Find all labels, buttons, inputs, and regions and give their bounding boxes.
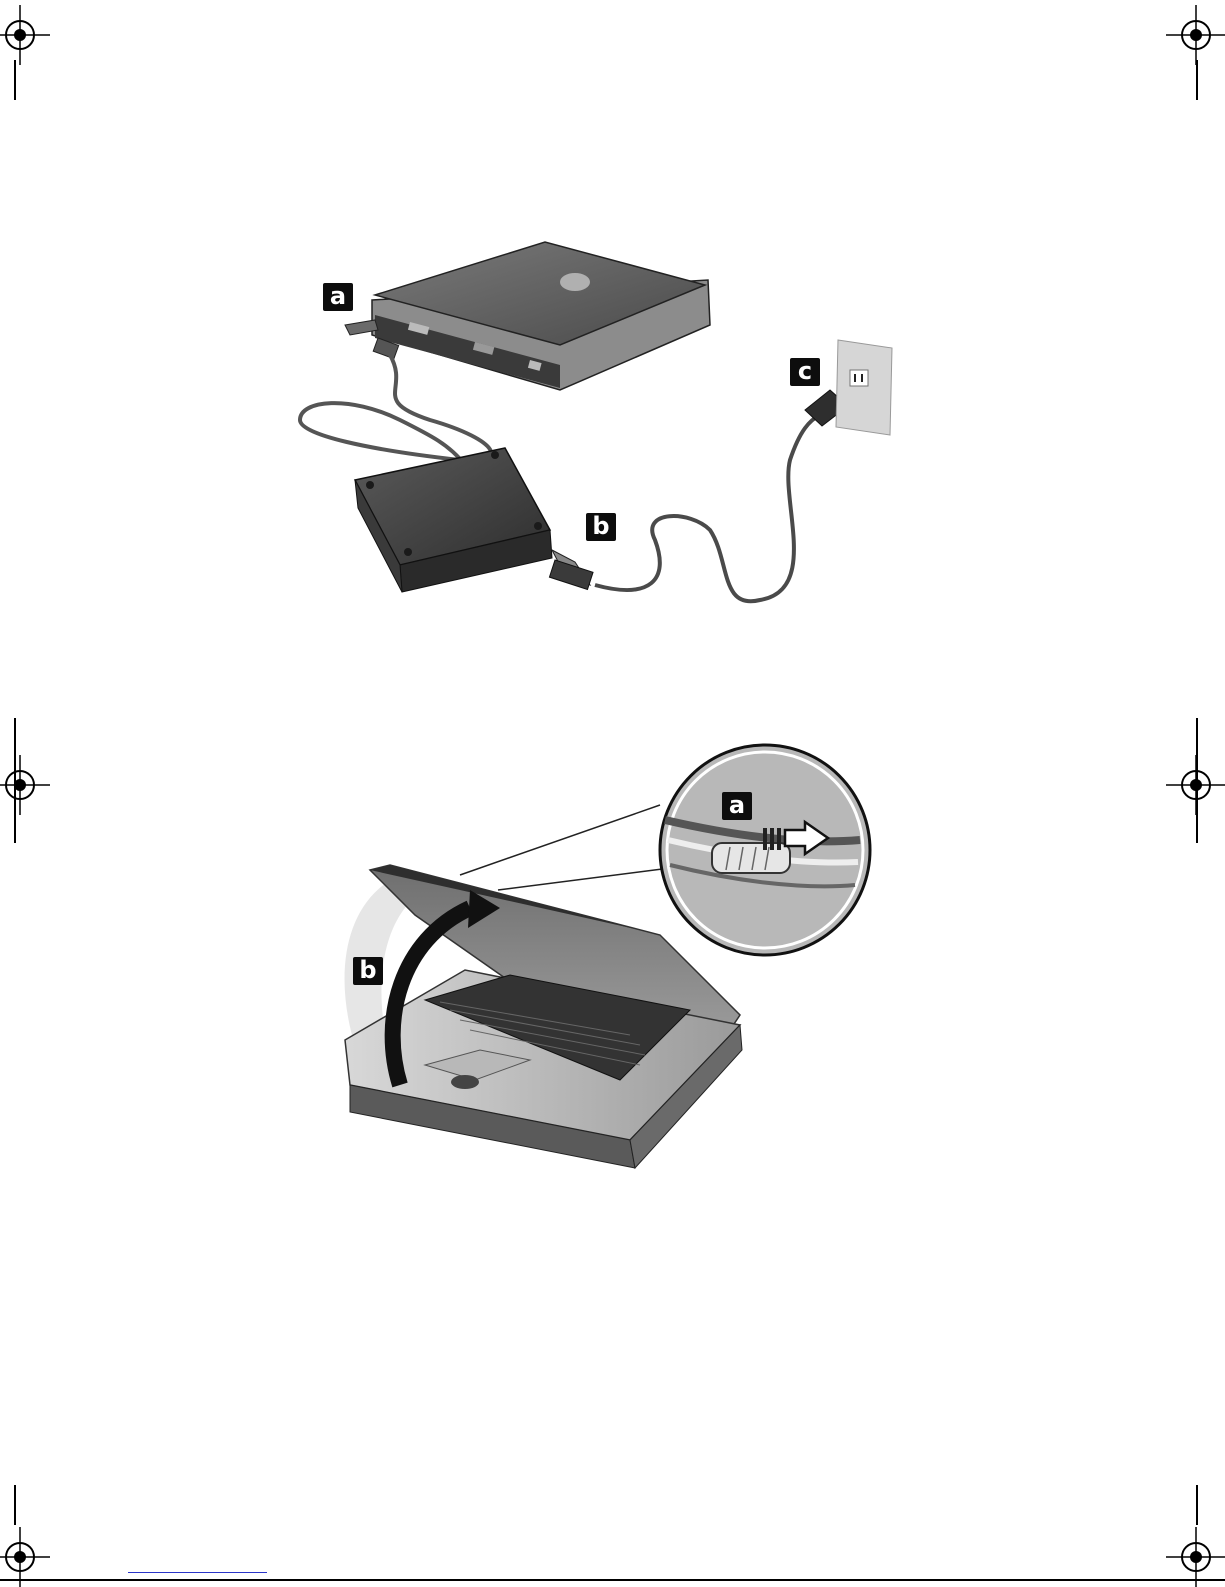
callout-label-b: b xyxy=(353,957,383,985)
callout-label-c: c xyxy=(790,358,820,386)
callout-label-b: b xyxy=(586,513,616,541)
page-bottom-rule xyxy=(0,1579,1225,1581)
crosshair-registration-icon xyxy=(0,1527,50,1587)
crosshair-registration-icon xyxy=(0,5,50,65)
callout-label-a: a xyxy=(722,792,752,820)
callout-label-a: a xyxy=(323,283,353,311)
crosshair-registration-icon xyxy=(1166,5,1225,65)
crosshair-registration-icon xyxy=(1166,1527,1225,1587)
footer-link-underline xyxy=(128,1572,267,1573)
open-laptop-lid-illustration xyxy=(330,740,880,1185)
crosshair-registration-icon xyxy=(0,755,50,815)
power-adapter-connection-illustration xyxy=(290,230,910,620)
